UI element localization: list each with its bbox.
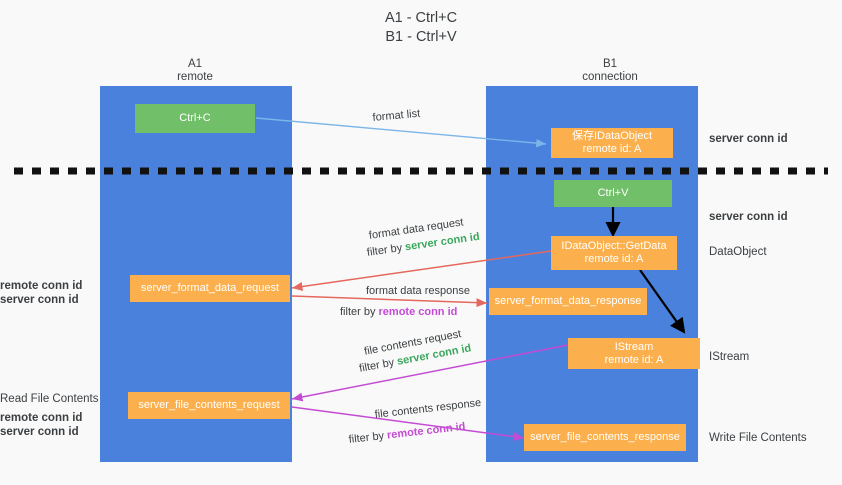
edge-label-file-contents-response-filter: filter by remote conn id [348,420,466,447]
edge-label-format-data-response-filter: filter by remote conn id [340,305,457,319]
left-label-read-file-contents: Read File Contents [0,393,99,405]
right-label-write-file-contents: Write File Contents [709,432,807,444]
filter-prefix: filter by [366,241,406,259]
filter-prefix: filter by [348,429,388,446]
right-label-istream: IStream [709,351,750,363]
filter-prefix: filter by [358,355,399,375]
left-label-remote-conn-id-1: remote conn id [0,280,83,292]
left-label-server-conn-id-2: server conn id [0,426,79,438]
left-label-server-conn-id-1: server conn id [0,294,79,306]
node-ctrl-v[interactable]: Ctrl+V [554,180,672,207]
left-label-remote-conn-id-2: remote conn id [0,412,83,424]
node-idataobject-getdata[interactable]: IDataObject::GetData remote id: A [551,236,677,270]
node-ctrl-c[interactable]: Ctrl+C [135,104,255,133]
node-istream[interactable]: IStream remote id: A [568,338,700,369]
right-label-dataobject: DataObject [709,246,767,258]
right-label-server-conn-id-1: server conn id [709,133,788,145]
node-server-file-contents-response[interactable]: server_file_contents_response [524,424,686,451]
edge-label-format-data-response: format data response [366,285,470,297]
lane-header-b1: B1 connection [582,58,638,83]
page-title: A1 - Ctrl+C B1 - Ctrl+V [384,10,458,45]
node-save-idataobject[interactable]: 保存IDataObject remote id: A [551,128,673,158]
right-label-server-conn-id-2: server conn id [709,211,788,223]
lane-header-a1: A1 remote [177,58,213,83]
node-server-file-contents-request[interactable]: server_file_contents_request [128,392,290,419]
node-server-format-data-response[interactable]: server_format_data_response [489,288,647,315]
node-server-format-data-request[interactable]: server_format_data_request [130,275,290,302]
filter-key-remote-conn-id: remote conn id [378,306,458,318]
filter-prefix: filter by [340,306,379,318]
edge-label-file-contents-response: file contents response [374,396,482,421]
filter-key-remote-conn-id: remote conn id [386,420,467,442]
edge-label-format-list: format list [372,107,421,124]
